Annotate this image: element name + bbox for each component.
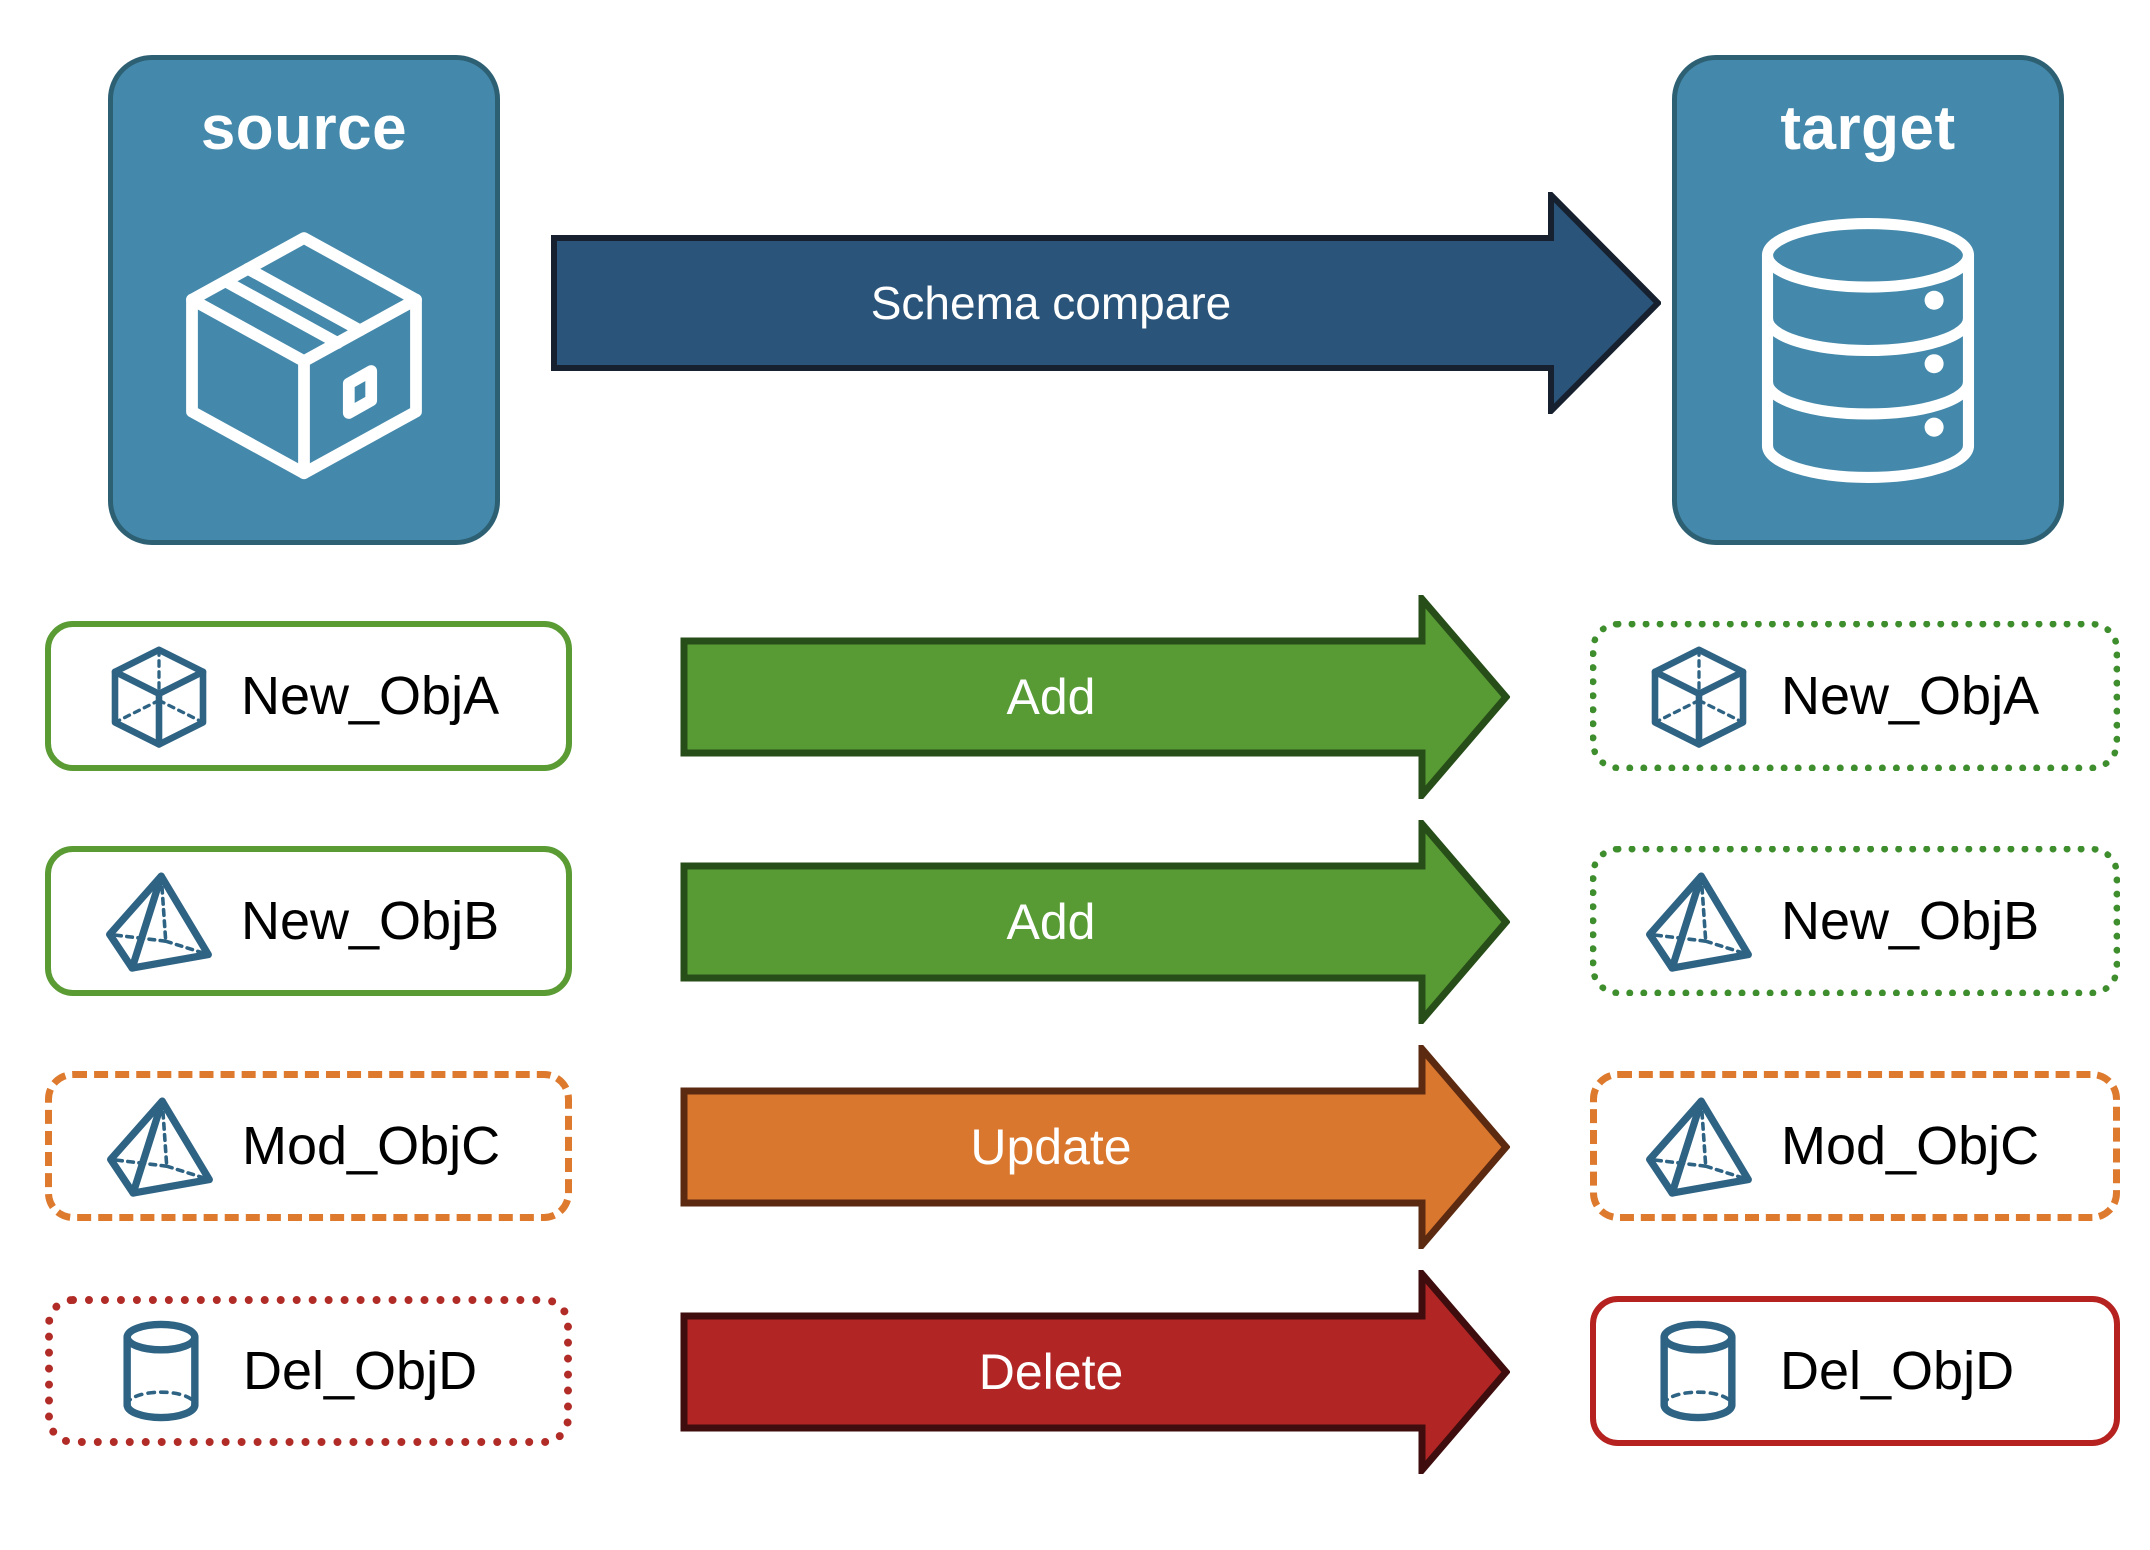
source-object-chip[interactable]: Mod_ObjC: [45, 1071, 572, 1221]
pyramid-icon: [100, 1086, 220, 1206]
source-endpoint-card[interactable]: source: [108, 55, 500, 545]
diff-row: New_ObjA Add: [0, 589, 2150, 805]
cylinder-icon: [101, 1311, 221, 1431]
target-title: target: [1780, 94, 1956, 163]
target-object-chip[interactable]: Mod_ObjC: [1590, 1071, 2120, 1221]
source-object-chip[interactable]: New_ObjB: [45, 846, 572, 996]
target-object-label: New_ObjB: [1781, 891, 2040, 951]
pyramid-icon: [1639, 1086, 1759, 1206]
source-object-chip[interactable]: Del_ObjD: [45, 1296, 572, 1446]
source-object-label: New_ObjB: [241, 891, 500, 951]
target-endpoint-card[interactable]: target: [1672, 55, 2064, 545]
target-object-label: Mod_ObjC: [1781, 1116, 2040, 1176]
cylinder-icon: [1638, 1311, 1758, 1431]
schema-compare-arrow[interactable]: Schema compare: [551, 187, 1663, 419]
target-object-chip[interactable]: New_ObjA: [1590, 621, 2120, 771]
target-object-chip[interactable]: New_ObjB: [1590, 846, 2120, 996]
diff-row: New_ObjB Add: [0, 814, 2150, 1030]
source-object-label: Del_ObjD: [243, 1341, 478, 1401]
action-arrow-update[interactable]: Update: [680, 1039, 1511, 1255]
target-object-label: Del_ObjD: [1780, 1341, 2015, 1401]
action-arrow-delete[interactable]: Delete: [680, 1264, 1511, 1480]
source-object-label: New_ObjA: [241, 666, 500, 726]
target-object-label: New_ObjA: [1781, 666, 2040, 726]
cube-icon: [99, 636, 219, 756]
diff-row: Del_ObjD Delete Del_ObjD: [0, 1264, 2150, 1480]
cube-icon: [1639, 636, 1759, 756]
pyramid-icon: [1639, 861, 1759, 981]
source-object-label: Mod_ObjC: [242, 1116, 501, 1176]
pyramid-icon: [99, 861, 219, 981]
diff-row: Mod_ObjC Update: [0, 1039, 2150, 1255]
database-cylinder-icon: [1677, 160, 2059, 540]
action-arrow-add[interactable]: Add: [680, 589, 1511, 805]
package-box-icon: [113, 160, 495, 540]
source-object-chip[interactable]: New_ObjA: [45, 621, 572, 771]
target-object-chip[interactable]: Del_ObjD: [1590, 1296, 2120, 1446]
action-arrow-add[interactable]: Add: [680, 814, 1511, 1030]
source-title: source: [200, 94, 408, 163]
